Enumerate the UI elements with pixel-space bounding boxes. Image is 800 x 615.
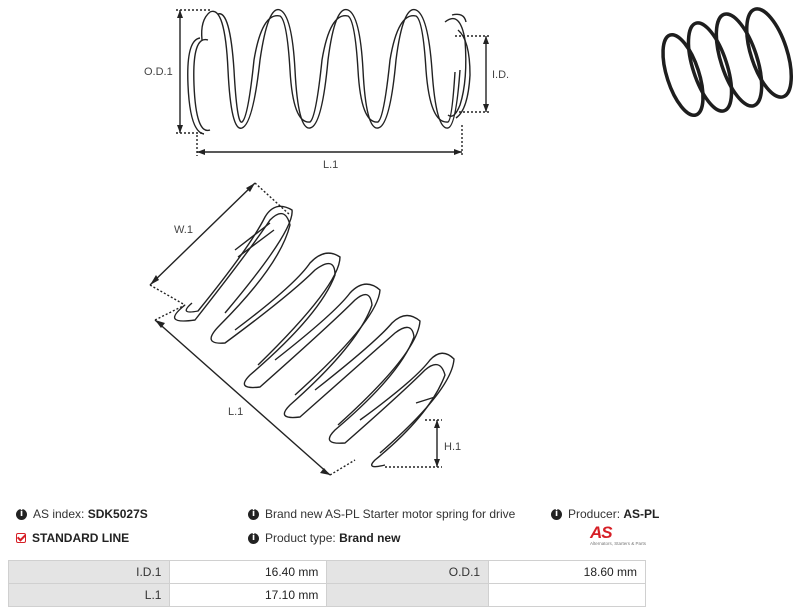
producer: i Producer: AS-PL [551, 507, 659, 521]
as-index-label: AS index: [33, 507, 85, 521]
specs-table: I.D.1 16.40 mm O.D.1 18.60 mm L.1 17.10 … [7, 560, 646, 607]
od-label: O.D.1 [144, 66, 173, 78]
info-circle-icon: i [248, 532, 259, 544]
product-type-label: Product type: [265, 531, 336, 545]
spec-label: O.D.1 [326, 560, 490, 584]
spring-photo [661, 7, 794, 117]
spec-label: I.D.1 [7, 560, 171, 584]
spec-value [488, 583, 646, 607]
spec-value: 17.10 mm [169, 583, 328, 607]
logo-tagline: Alternators, Starters & Parts [590, 541, 647, 546]
height-label: H.1 [444, 441, 461, 453]
checkbox-checked-icon [16, 533, 26, 543]
producer-label: Producer: [568, 507, 621, 521]
spec-label [326, 583, 490, 607]
product-type: i Product type: Brand new [248, 531, 400, 545]
as-index-value: SDK5027S [87, 507, 148, 521]
as-pl-logo: AS Alternators, Starters & Parts [590, 523, 650, 553]
table-row: L.1 17.10 mm [7, 583, 646, 607]
id-label: I.D.1 [492, 69, 510, 81]
length-label-top: L.1 [323, 159, 338, 171]
spec-value: 16.40 mm [169, 560, 328, 584]
product-type-value: Brand new [339, 531, 401, 545]
spec-value: 18.60 mm [488, 560, 646, 584]
logo-mark: AS [590, 523, 613, 542]
spring-isometric-drawing: W.1 L.1 H.1 [149, 182, 461, 476]
info-circle-icon: i [16, 508, 27, 520]
length-label-bottom: L.1 [228, 406, 243, 418]
producer-value: AS-PL [623, 507, 660, 521]
info-circle-icon: i [248, 508, 259, 520]
info-circle-icon: i [551, 508, 562, 520]
spring-side-view-drawing: O.D.1 I.D.1 L.1 [144, 8, 510, 171]
standard-line-label: STANDARD LINE [32, 531, 130, 545]
description-text: Brand new AS-PL Starter motor spring for… [265, 507, 516, 521]
spec-label: L.1 [7, 583, 171, 607]
standard-line: STANDARD LINE [16, 531, 129, 545]
table-row: I.D.1 16.40 mm O.D.1 18.60 mm [7, 560, 646, 584]
description: i Brand new AS-PL Starter motor spring f… [248, 507, 515, 521]
as-index: i AS index: SDK5027S [16, 507, 148, 521]
width-label: W.1 [174, 224, 193, 236]
